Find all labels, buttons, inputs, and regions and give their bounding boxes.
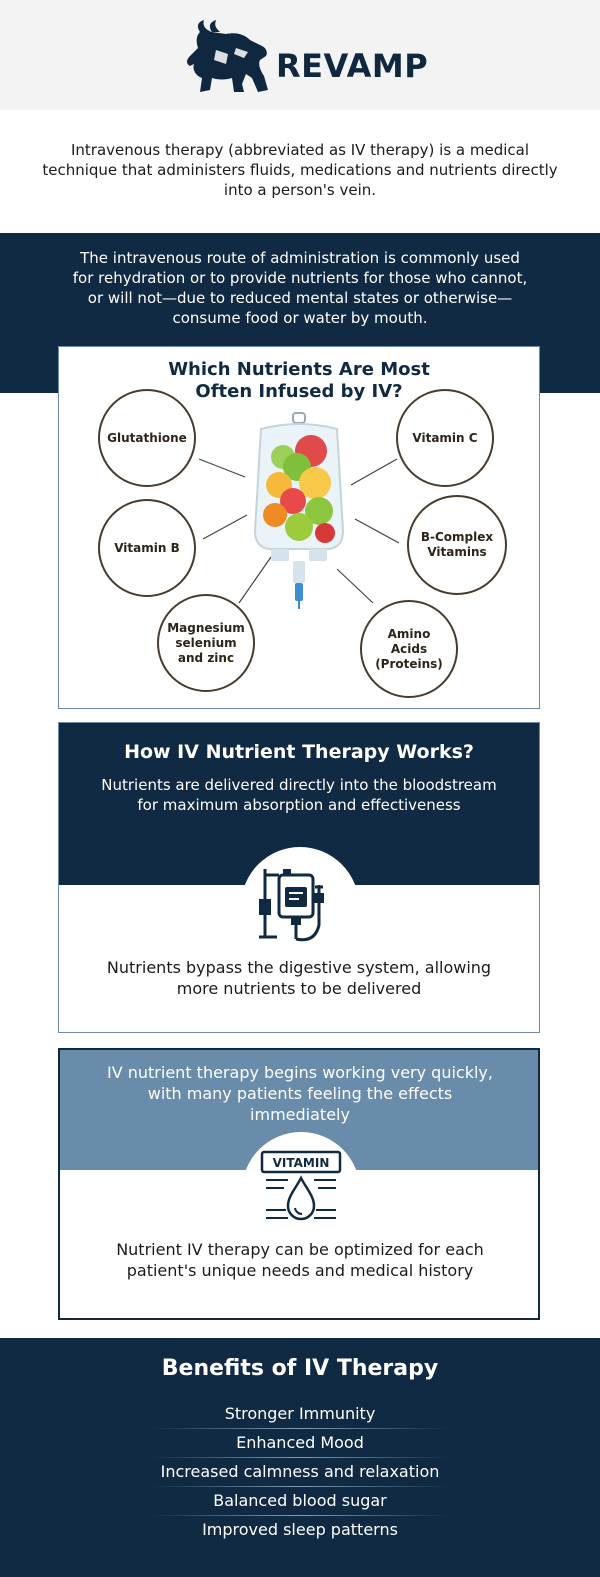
benefit-divider (150, 1486, 450, 1487)
nutrients-title-line2: Often Infused by IV? (195, 381, 403, 402)
brand-name: REVAMP (276, 47, 429, 85)
speed-text: IV nutrient therapy begins working very … (107, 1063, 493, 1124)
benefit-item: Improved sleep patterns (202, 1520, 398, 1539)
how-it-works-card: How IV Nutrient Therapy Works? Nutrients… (58, 722, 540, 1033)
benefits-title: Benefits of IV Therapy (161, 1356, 439, 1381)
nutrients-title-line1: Which Nutrients Are Most (168, 359, 430, 380)
benefits-section: Benefits of IV Therapy Stronger Immunity… (0, 1338, 600, 1577)
nutrient-vitamin-b: Vitamin B (98, 499, 196, 597)
nutrient-glutathione: Glutathione (98, 389, 196, 487)
nutrient-vitamin-c: Vitamin C (396, 389, 494, 487)
benefit-divider (150, 1457, 450, 1458)
vitamin-icon-label: VITAMIN (273, 1156, 330, 1170)
vitamin-drop-icon: VITAMIN (260, 1150, 342, 1221)
benefit-item: Enhanced Mood (236, 1433, 364, 1452)
band-text: The intravenous route of administration … (72, 249, 528, 327)
iv-drip-icon (259, 869, 324, 942)
speed-card: IV nutrient therapy begins working very … (58, 1048, 540, 1320)
nutrient-b-complex: B-Complex Vitamins (407, 495, 507, 595)
nutrients-card: Which Nutrients Are Most Often Infused b… (58, 346, 540, 709)
how-it-works-title: How IV Nutrient Therapy Works? (124, 741, 474, 763)
connector-lines (198, 458, 400, 604)
benefit-divider (150, 1515, 450, 1516)
how-it-works-text: Nutrients bypass the digestive system, a… (106, 958, 492, 998)
bull-logo-icon (187, 20, 268, 92)
how-it-works-subtitle: Nutrients are delivered directly into th… (101, 776, 497, 814)
nutrient-amino-acids: Amino Acids (Proteins) (360, 600, 458, 698)
iv-fruit-bag-icon (253, 412, 345, 609)
brand-logo[interactable]: REVAMP (186, 20, 429, 94)
benefit-item: Stronger Immunity (224, 1404, 376, 1423)
intro-text: Intravenous therapy (abbreviated as IV t… (42, 141, 558, 199)
nutrients-title: Which Nutrients Are Most Often Infused b… (59, 359, 539, 403)
benefit-item: Balanced blood sugar (213, 1491, 387, 1510)
benefit-item: Increased calmness and relaxation (160, 1462, 440, 1481)
speed-bottom-text: Nutrient IV therapy can be optimized for… (116, 1240, 484, 1280)
benefit-divider (150, 1428, 450, 1429)
header: REVAMP (0, 0, 600, 110)
nutrient-magnesium: Magnesium selenium and zinc (157, 594, 255, 692)
